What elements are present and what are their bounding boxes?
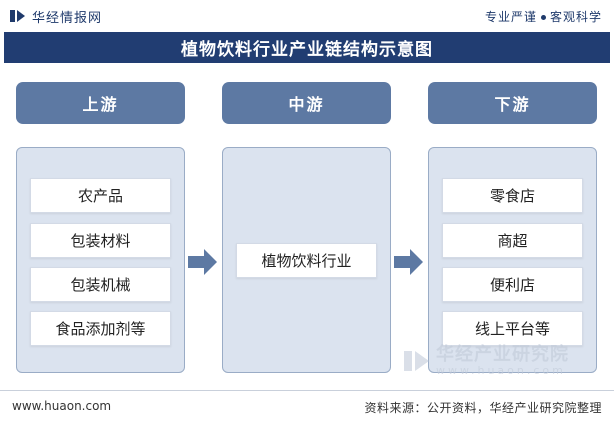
stage-header-upstream: 上游 (16, 82, 185, 124)
watermark-name: 华经产业研究院 (436, 344, 569, 365)
tagline-right: 客观科学 (549, 10, 602, 24)
tagline-left: 专业严谨 (484, 10, 537, 24)
stage-header-midstream: 中游 (222, 82, 391, 124)
page-title: 植物饮料行业产业链结构示意图 (4, 32, 610, 63)
upstream-item: 包装材料 (30, 223, 171, 258)
upstream-item: 包装机械 (30, 267, 171, 302)
arrow-right-icon (394, 249, 423, 275)
downstream-item: 便利店 (442, 267, 583, 302)
tagline: 专业严谨客观科学 (485, 8, 602, 25)
stage-header-downstream: 下游 (428, 82, 597, 124)
footer-divider (0, 390, 614, 391)
footer-source: 资料来源：公开资料，华经产业研究院整理 (364, 401, 602, 415)
midstream-item: 植物饮料行业 (236, 243, 377, 278)
brand-name: 华经情报网 (32, 10, 103, 26)
downstream-item: 线上平台等 (442, 311, 583, 346)
upstream-item: 食品添加剂等 (30, 311, 171, 346)
panel-downstream: 零食店 商超 便利店 线上平台等 (428, 147, 597, 373)
brand: 华经情报网 (10, 7, 103, 26)
arrow-right-icon (188, 249, 217, 275)
watermark-logo-icon (404, 350, 429, 371)
upstream-item: 农产品 (30, 178, 171, 213)
footer-url: www.huaon.com (12, 399, 112, 413)
panel-midstream: 植物饮料行业 (222, 147, 391, 373)
tagline-dot-icon (540, 15, 546, 20)
watermark-domain: www.huaon.com (436, 363, 566, 377)
downstream-item: 零食店 (442, 178, 583, 213)
panel-upstream: 农产品 包装材料 包装机械 食品添加剂等 (16, 147, 185, 373)
downstream-item: 商超 (442, 223, 583, 258)
brand-logo-icon (10, 10, 25, 22)
watermark-logo: 华经产业研究院 www.huaon.com (404, 345, 569, 377)
